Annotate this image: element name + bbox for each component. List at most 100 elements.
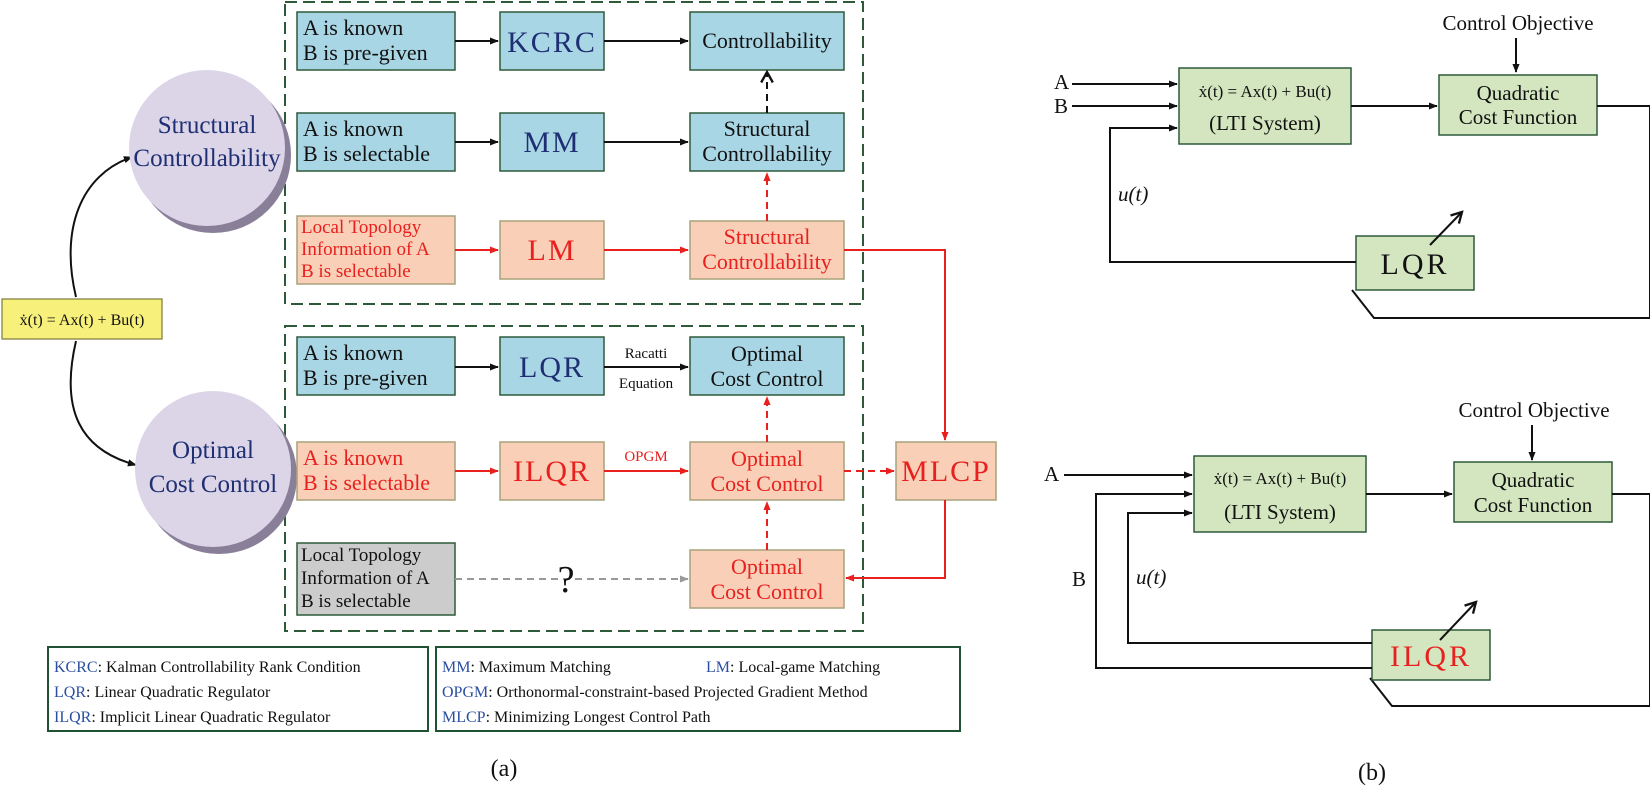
- top-system-label: (LTI System): [1209, 111, 1321, 135]
- row1-method-box: [499, 11, 605, 71]
- arrow-to-optimal: [69, 340, 137, 467]
- bottom-system-label: (LTI System): [1224, 500, 1336, 524]
- top-tuning-arrow: [1429, 212, 1462, 246]
- top-input-a: A: [1054, 70, 1070, 94]
- row4-input-line1: A is known: [303, 340, 403, 365]
- structural-circle-line1: Structural: [158, 112, 257, 139]
- row4-method-box: [499, 336, 605, 396]
- top-controller-box: [1355, 235, 1475, 291]
- row2-output-line2: Controllability: [702, 141, 832, 166]
- row6-input-line1: Local Topology: [301, 545, 422, 566]
- optimal-circle-line1: Optimal: [172, 437, 254, 464]
- row1-output: Controllability: [702, 28, 832, 53]
- bottom-cost-line2: Cost Function: [1474, 493, 1593, 517]
- panel-a: ẋ(t) = Ax(t) + Bu(t) Structural Controll…: [1, 1, 997, 782]
- legend-left-item-2: LQR: Linear Quadratic Regulator: [54, 684, 271, 701]
- bottom-b-signal-line: [1095, 490, 1372, 669]
- row5-method-box: [499, 441, 605, 501]
- row5-input-line2: B is selectable: [303, 470, 430, 495]
- mlcp-to-row6-arrow: [845, 500, 946, 582]
- row4-output-box: [689, 336, 845, 396]
- bottom-u-label: u(t): [1136, 565, 1166, 589]
- structural-circle: [129, 70, 285, 226]
- row5-input-line1: A is known: [303, 445, 403, 470]
- mlcp-box: [895, 441, 997, 501]
- panel-b-top: Control Objective A B ẋ(t) = Ax(t) + Bu(…: [1054, 11, 1650, 319]
- top-feedback-line: [1351, 105, 1650, 319]
- caption-a: (a): [491, 756, 518, 782]
- row6-question-mark: ?: [558, 559, 575, 601]
- bottom-system-eq: ẋ(t) = Ax(t) + Bu(t): [1214, 469, 1347, 488]
- bottom-feedback-line: [1369, 493, 1650, 707]
- legend-left: [47, 646, 429, 732]
- row2-input-box: [296, 112, 456, 172]
- row1-input-box: [296, 11, 456, 71]
- top-control-objective: Control Objective: [1442, 11, 1593, 35]
- row3-input-line3: B is selectable: [301, 261, 411, 282]
- top-u-label: u(t): [1118, 182, 1148, 206]
- row4-arrow-label-line1: Racatti: [625, 346, 667, 362]
- bottom-control-signal-line: [1127, 509, 1372, 644]
- row4-input-box: [296, 336, 456, 396]
- legend-right-item-2: LM: Local-game Matching: [706, 659, 880, 676]
- optimal-circle: [135, 391, 291, 547]
- row5-output-line1: Optimal: [731, 446, 803, 471]
- top-controller-label: LQR: [1381, 248, 1450, 281]
- row5-method: ILQR: [513, 455, 591, 488]
- bottom-tuning-arrow: [1439, 602, 1476, 641]
- legend-right-item-4: MLCP: Minimizing Longest Control Path: [442, 709, 710, 726]
- row4-input-line2: B is pre-given: [303, 365, 428, 390]
- legend-right: [435, 646, 961, 732]
- row5-input-box: [296, 441, 456, 501]
- row2-method: MM: [523, 126, 580, 159]
- row6-output-line2: Cost Control: [710, 579, 823, 604]
- panel-b-bottom: Control Objective A ẋ(t) = Ax(t) + Bu(t)…: [1044, 398, 1650, 707]
- row6-input-line3: B is selectable: [301, 591, 411, 612]
- mlcp-label: MLCP: [901, 455, 991, 488]
- bottom-controller-label: ILQR: [1390, 640, 1472, 673]
- legend-right-item-1: MM: Maximum Matching: [442, 659, 611, 676]
- bottom-control-objective: Control Objective: [1458, 398, 1609, 422]
- row1-input-line1: A is known: [303, 15, 403, 40]
- top-control-signal-line: [1109, 124, 1356, 263]
- row4-output-line1: Optimal: [731, 341, 803, 366]
- top-system-eq: ẋ(t) = Ax(t) + Bu(t): [1199, 82, 1332, 101]
- row2-input-line1: A is known: [303, 116, 403, 141]
- bottom-input-a: A: [1044, 462, 1060, 486]
- caption-b: (b): [1358, 760, 1386, 786]
- row1-method: KCRC: [507, 26, 597, 59]
- row6-output-box: [689, 549, 845, 609]
- top-cost-line1: Quadratic: [1477, 81, 1560, 105]
- row3-method-box: [499, 220, 605, 280]
- equation-text: ẋ(t) = Ax(t) + Bu(t): [20, 312, 145, 329]
- top-system-box: [1178, 67, 1352, 145]
- row3-input-line1: Local Topology: [301, 217, 422, 238]
- row2-input-line2: B is selectable: [303, 141, 430, 166]
- row4-output-line2: Cost Control: [710, 366, 823, 391]
- legend-left-item-3: ILQR: Implicit Linear Quadratic Regulato…: [54, 709, 331, 726]
- row4-arrow-label-line2: Equation: [619, 376, 674, 392]
- row2-output-line1: Structural: [724, 116, 811, 141]
- row5-output-line2: Cost Control: [710, 471, 823, 496]
- bottom-cost-line1: Quadratic: [1492, 468, 1575, 492]
- top-cost-line2: Cost Function: [1459, 105, 1578, 129]
- bottom-input-b: B: [1072, 567, 1086, 591]
- row3-output-line1: Structural: [724, 224, 811, 249]
- optimal-circle-line2: Cost Control: [149, 471, 278, 498]
- row3-to-mlcp-arrow: [844, 249, 949, 441]
- row2-output-box: [689, 112, 845, 172]
- row6-input-box: [296, 542, 456, 616]
- row5-output-box: [689, 441, 845, 501]
- row3-input-line2: Information of A: [301, 239, 430, 260]
- row3-input-box: [296, 215, 456, 285]
- row3-method: LM: [528, 234, 577, 267]
- bottom-controller-box: [1371, 629, 1491, 681]
- bottom-system-box: [1193, 455, 1367, 533]
- structural-circle-line2: Controllability: [133, 145, 281, 172]
- row1-output-box: [689, 11, 845, 71]
- legend-left-item-1: KCRC: Kalman Controllability Rank Condit…: [54, 659, 361, 676]
- row5-arrow-label: OPGM: [624, 449, 667, 465]
- bottom-cost-box: [1453, 461, 1613, 523]
- top-input-b: B: [1054, 94, 1068, 118]
